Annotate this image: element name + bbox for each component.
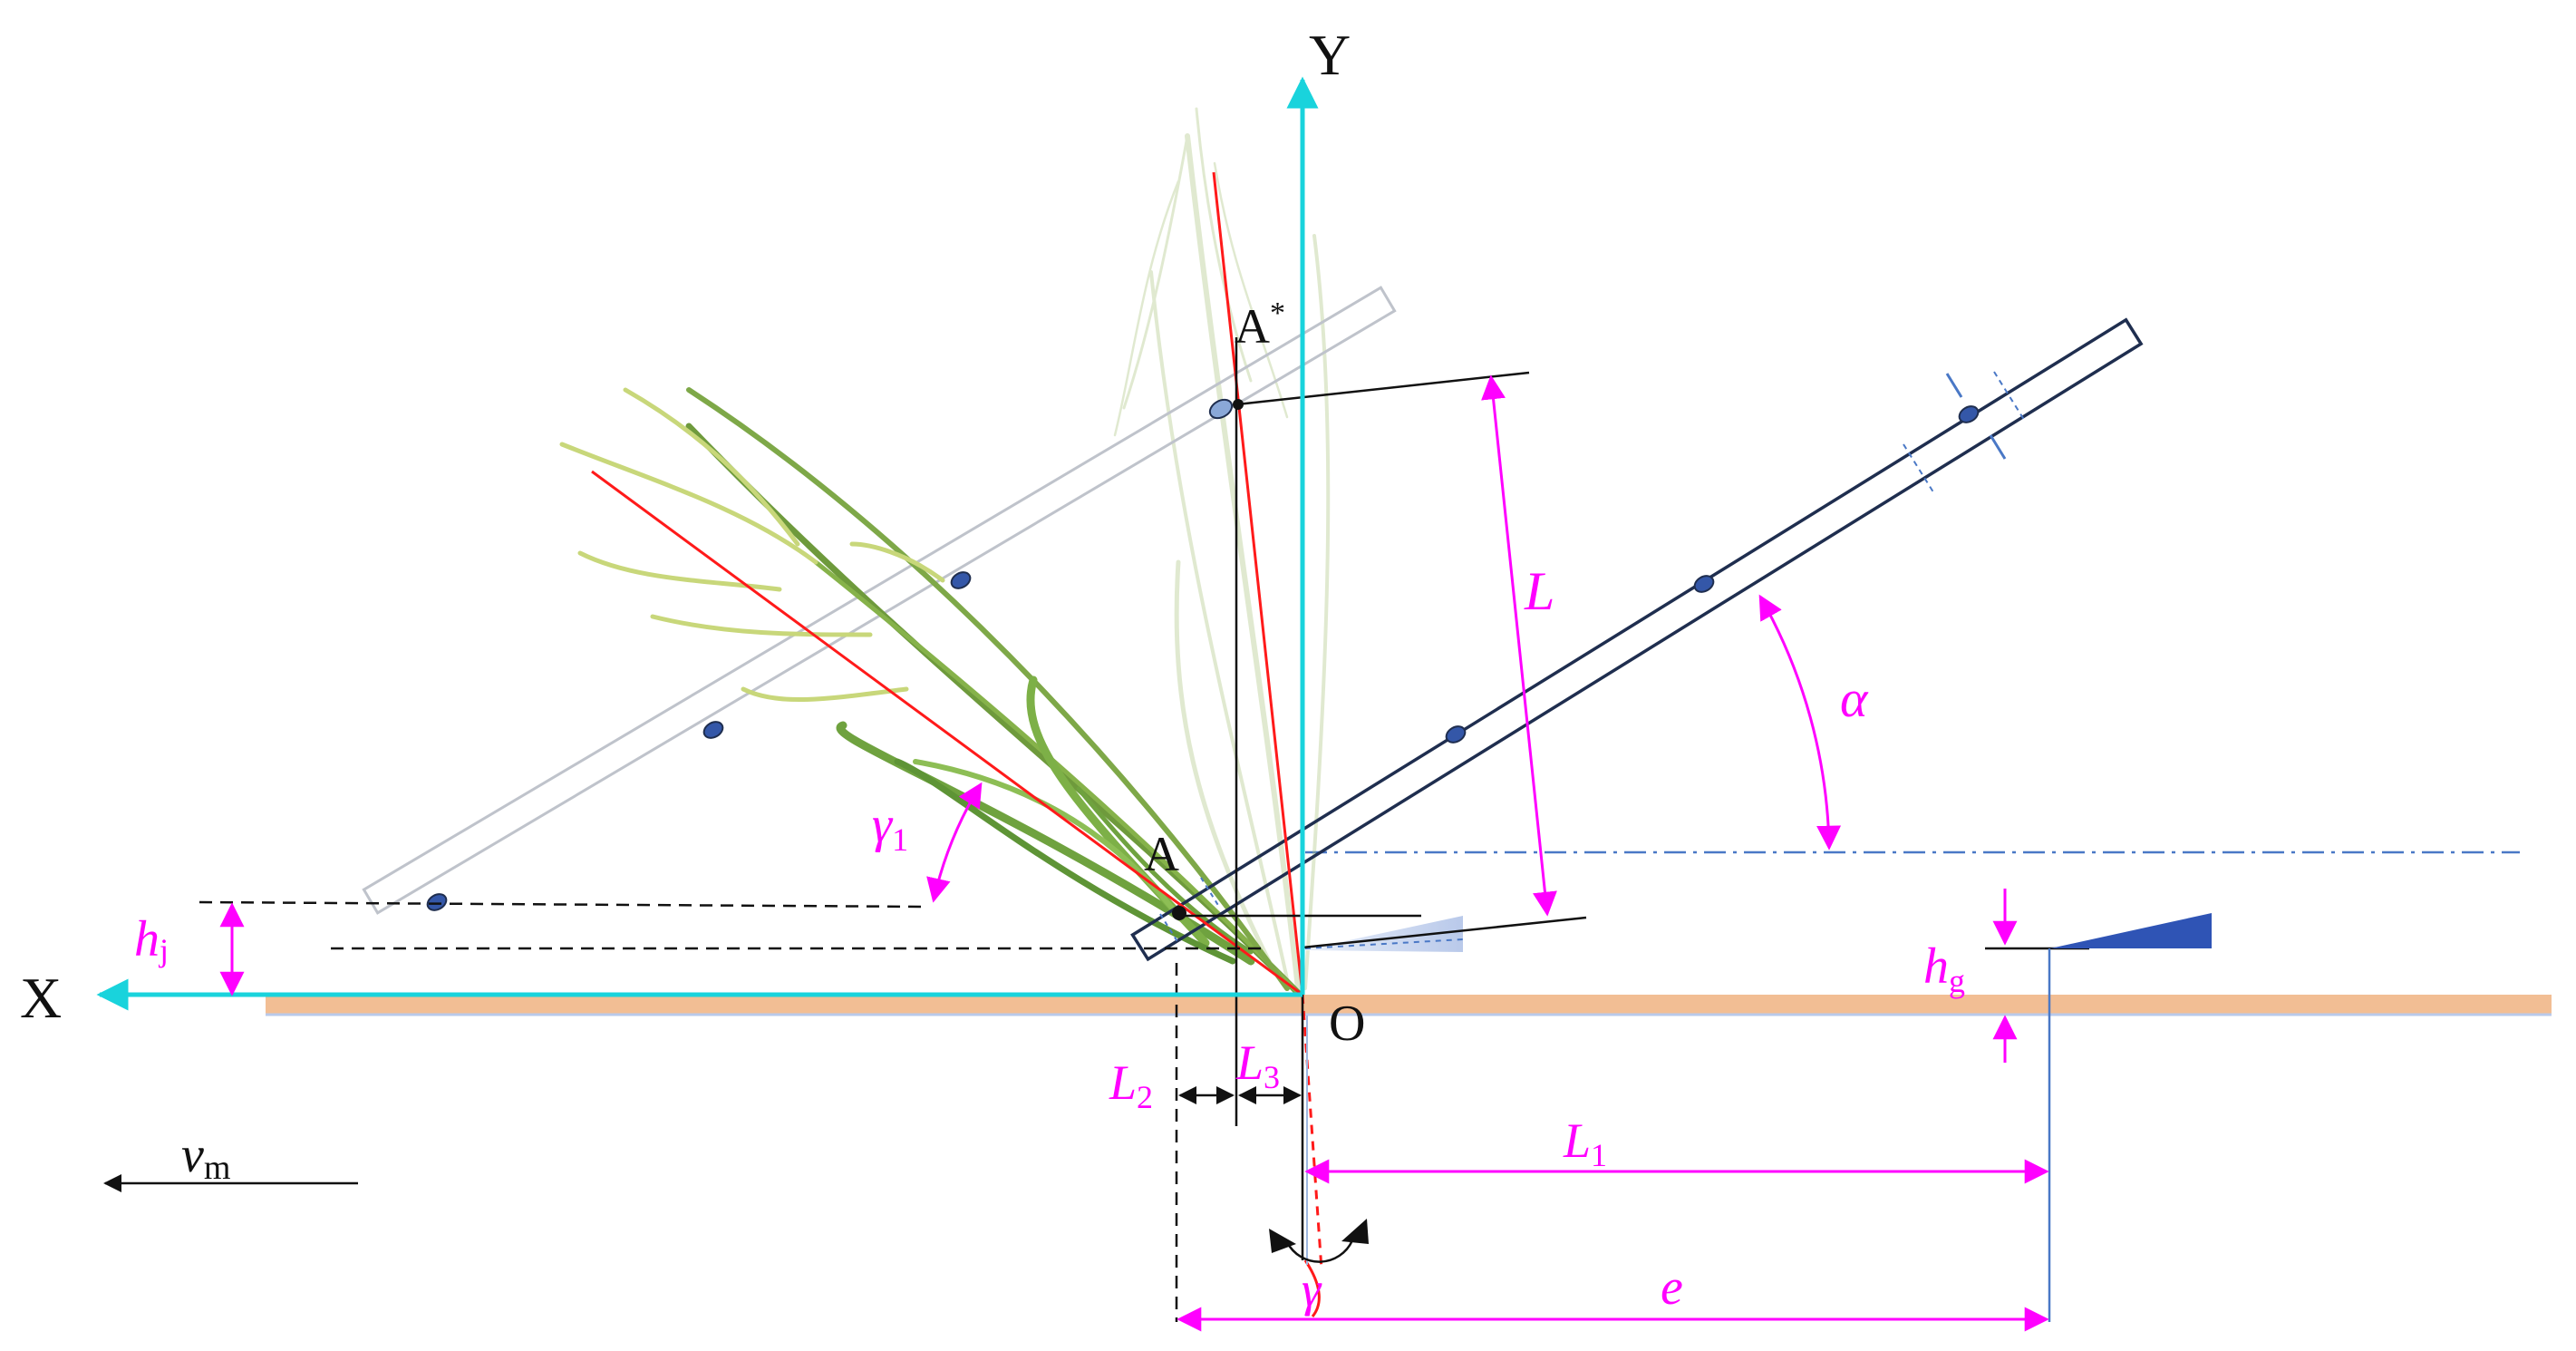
gamma-arc	[1285, 1239, 1354, 1263]
rice-panicles	[559, 387, 945, 703]
label-angle-gamma1: γ1	[872, 797, 908, 858]
bar-ghost-position	[362, 286, 1397, 915]
gamma1-letter: γ	[872, 797, 894, 853]
pivot-dot	[702, 721, 724, 739]
l3-subscript: 3	[1264, 1059, 1280, 1095]
a-star-superscript: *	[1270, 296, 1285, 330]
dashed-guide-lines	[199, 900, 1269, 1322]
arc-gamma1	[926, 782, 983, 903]
pivot-dot	[1958, 405, 1980, 423]
stalk-extension-dashed	[1301, 994, 1323, 1270]
pivot-dot	[1208, 398, 1234, 420]
l3-letter: L	[1235, 1035, 1264, 1090]
label-angle-alpha: α	[1840, 669, 1869, 728]
dimension-lines	[219, 374, 2049, 1332]
main-bar	[1130, 317, 2144, 962]
hj-subscript: j	[158, 932, 169, 968]
label-angle-gamma: γ	[1302, 1262, 1322, 1317]
bar-end-ticks	[1945, 373, 2007, 460]
point-a-star-marker	[1233, 399, 1244, 410]
pivot-dot	[426, 893, 448, 911]
pivot-dot	[1693, 575, 1715, 593]
hj-top-dashed	[199, 900, 925, 909]
bottom-l-extension	[1302, 916, 1587, 949]
black-dimension-lines	[103, 1086, 1302, 1192]
hg-letter: h	[1923, 938, 1949, 995]
label-point-a: A	[1144, 827, 1179, 881]
hg-subscript: g	[1949, 963, 1965, 999]
label-velocity: vm	[181, 1127, 230, 1187]
ground-strip	[266, 995, 2552, 1015]
a-star-letter: A	[1235, 299, 1270, 354]
label-length-l: L	[1524, 561, 1554, 621]
gamma1-subscript: 1	[892, 821, 908, 858]
gamma-arrowhead-left	[1269, 1229, 1296, 1253]
wedge-dash	[1304, 938, 1464, 949]
rice-plant	[685, 387, 1302, 996]
gamma-arrowhead-right	[1341, 1219, 1369, 1244]
velocity-subscript: m	[204, 1149, 231, 1187]
hj-letter: h	[134, 911, 160, 967]
l2-letter: L	[1109, 1055, 1137, 1110]
stalk-upright-line	[1212, 171, 1304, 996]
bar-end-marks	[1903, 371, 2027, 496]
ground-blade	[2050, 913, 2212, 948]
dim-l	[1481, 374, 1557, 917]
label-length-l3: L3	[1235, 1035, 1280, 1095]
arc-alpha	[1758, 594, 1842, 850]
label-axis-y: Y	[1309, 23, 1351, 87]
label-length-l2: L2	[1109, 1055, 1153, 1115]
stalk-leaning-line	[591, 470, 1303, 996]
velocity-letter: v	[181, 1127, 204, 1183]
l1-letter: L	[1563, 1113, 1591, 1168]
label-length-l1: L1	[1563, 1113, 1607, 1173]
pivot-dots	[426, 398, 1980, 911]
label-point-a-star: A*	[1235, 296, 1285, 354]
bar-inner-dashes	[1159, 877, 1220, 944]
label-origin: O	[1329, 996, 1365, 1052]
pivot-dot	[1445, 725, 1467, 744]
l1-subscript: 1	[1591, 1137, 1607, 1173]
pivot-dot	[950, 571, 972, 589]
label-axis-x: X	[20, 966, 62, 1030]
point-a-marker	[1172, 906, 1186, 920]
label-length-e: e	[1661, 1259, 1683, 1316]
top-l-extension	[1236, 371, 1530, 406]
label-height-hg: hg	[1923, 938, 1965, 999]
l2-subscript: 2	[1137, 1079, 1153, 1115]
label-height-hj: hj	[134, 911, 169, 968]
